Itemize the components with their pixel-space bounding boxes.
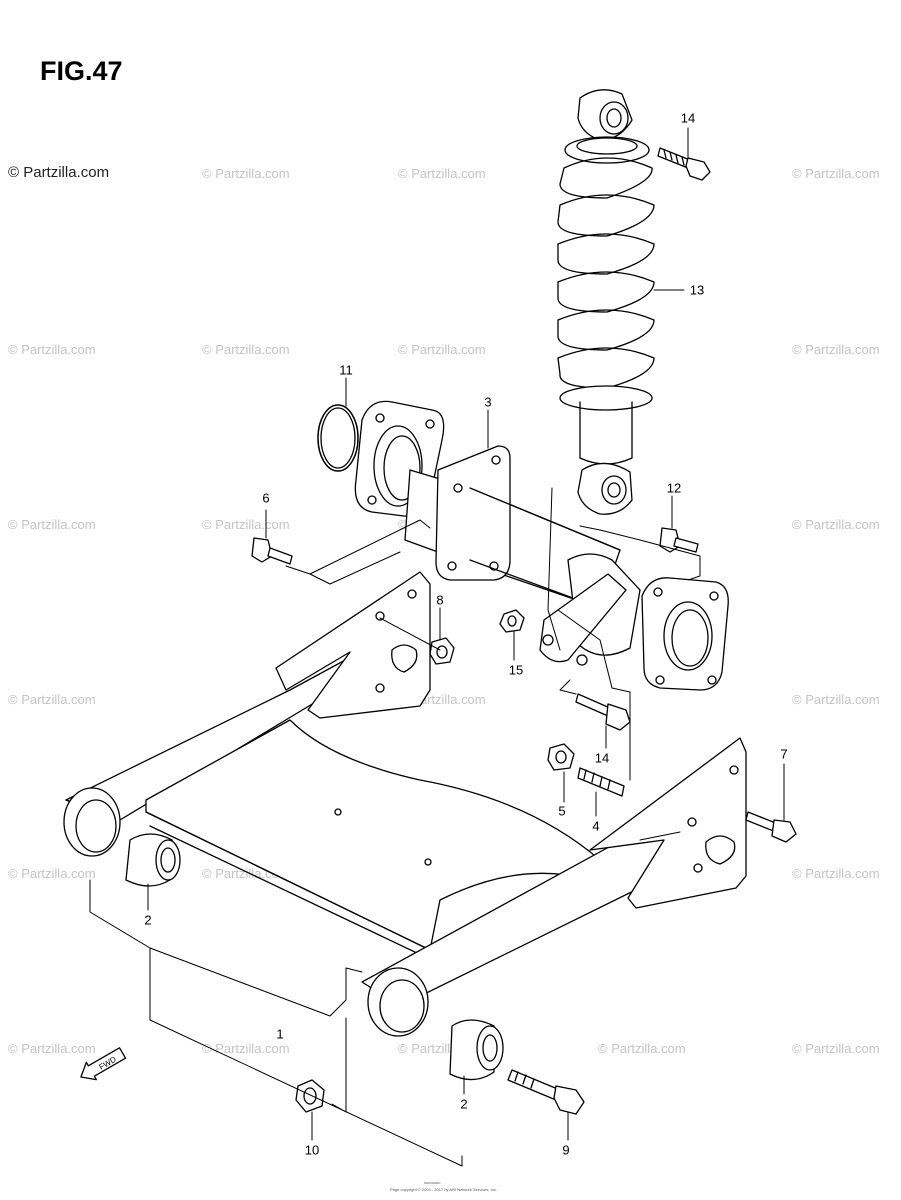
watermark: © Partzilla.com (8, 517, 96, 532)
callout-2-right: 2 (460, 1096, 468, 1112)
callout-6: 6 (262, 490, 270, 506)
right-hub (539, 553, 729, 691)
watermark: © Partzilla.com (8, 692, 96, 707)
callout-15: 15 (508, 662, 524, 678)
watermark: © Partzilla.com (398, 342, 486, 357)
callout-14-middle: 14 (594, 750, 610, 766)
watermark: © Partzilla.com (792, 866, 880, 881)
watermark: © Partzilla.com (792, 692, 880, 707)
bolt-4 (577, 767, 625, 797)
callout-7: 7 (780, 746, 788, 762)
callout-8: 8 (436, 592, 444, 608)
nut-5 (547, 743, 575, 771)
watermark: © Partzilla.com (8, 866, 96, 881)
watermark: © Partzilla.com (8, 1041, 96, 1056)
watermark: © Partzilla.com (202, 166, 290, 181)
callout-5: 5 (558, 803, 566, 819)
watermark: © Partzilla.com (598, 1041, 686, 1056)
watermark: © Partzilla.com (792, 517, 880, 532)
fwd-arrow-icon: FWD (80, 1047, 127, 1081)
callout-14-top: 14 (680, 110, 696, 126)
callout-1: 1 (276, 1026, 284, 1042)
watermark: © Partzilla.com (202, 517, 290, 532)
bolt-12 (659, 527, 699, 553)
bolt-7 (745, 811, 797, 843)
swing-arm (63, 571, 747, 1037)
callout-13: 13 (689, 282, 705, 298)
figure-title: FIG.47 (40, 56, 123, 86)
bushing-right (449, 1019, 504, 1081)
watermark: © Partzilla.com (792, 166, 880, 181)
bolt-9 (507, 1069, 585, 1115)
footer-code: iooooooo (424, 1180, 441, 1185)
callout-2-left: 2 (144, 912, 152, 928)
watermark: © Partzilla.com (792, 342, 880, 357)
watermark: © Partzilla.com (8, 342, 96, 357)
bolt-6 (251, 537, 293, 565)
watermark: © Partzilla.com (398, 166, 486, 181)
bushing-left (125, 833, 181, 887)
leader-lines (147, 127, 785, 1141)
nut-10 (295, 1079, 325, 1113)
nut-15 (499, 609, 525, 633)
callout-9: 9 (562, 1142, 570, 1158)
bolt-top (657, 147, 711, 181)
watermark: © Partzilla.com (202, 1041, 290, 1056)
callout-12: 12 (666, 480, 682, 496)
callout-3: 3 (484, 394, 492, 410)
callout-11: 11 (339, 362, 353, 378)
axle-housing (404, 445, 621, 609)
watermark: © Partzilla.com (792, 1041, 880, 1056)
nut-8 (429, 637, 455, 665)
assembly-lines (89, 487, 701, 1167)
watermark: © Partzilla.com (202, 342, 290, 357)
footer-copyright: Page copyright © 2004 - 2017 by ARI Netw… (390, 1187, 497, 1192)
callout-4: 4 (592, 818, 600, 834)
callout-10: 10 (304, 1142, 320, 1158)
copyright-notice: © Partzilla.com (8, 164, 110, 181)
bolt-middle (575, 693, 631, 731)
shock-absorber (557, 89, 655, 515)
